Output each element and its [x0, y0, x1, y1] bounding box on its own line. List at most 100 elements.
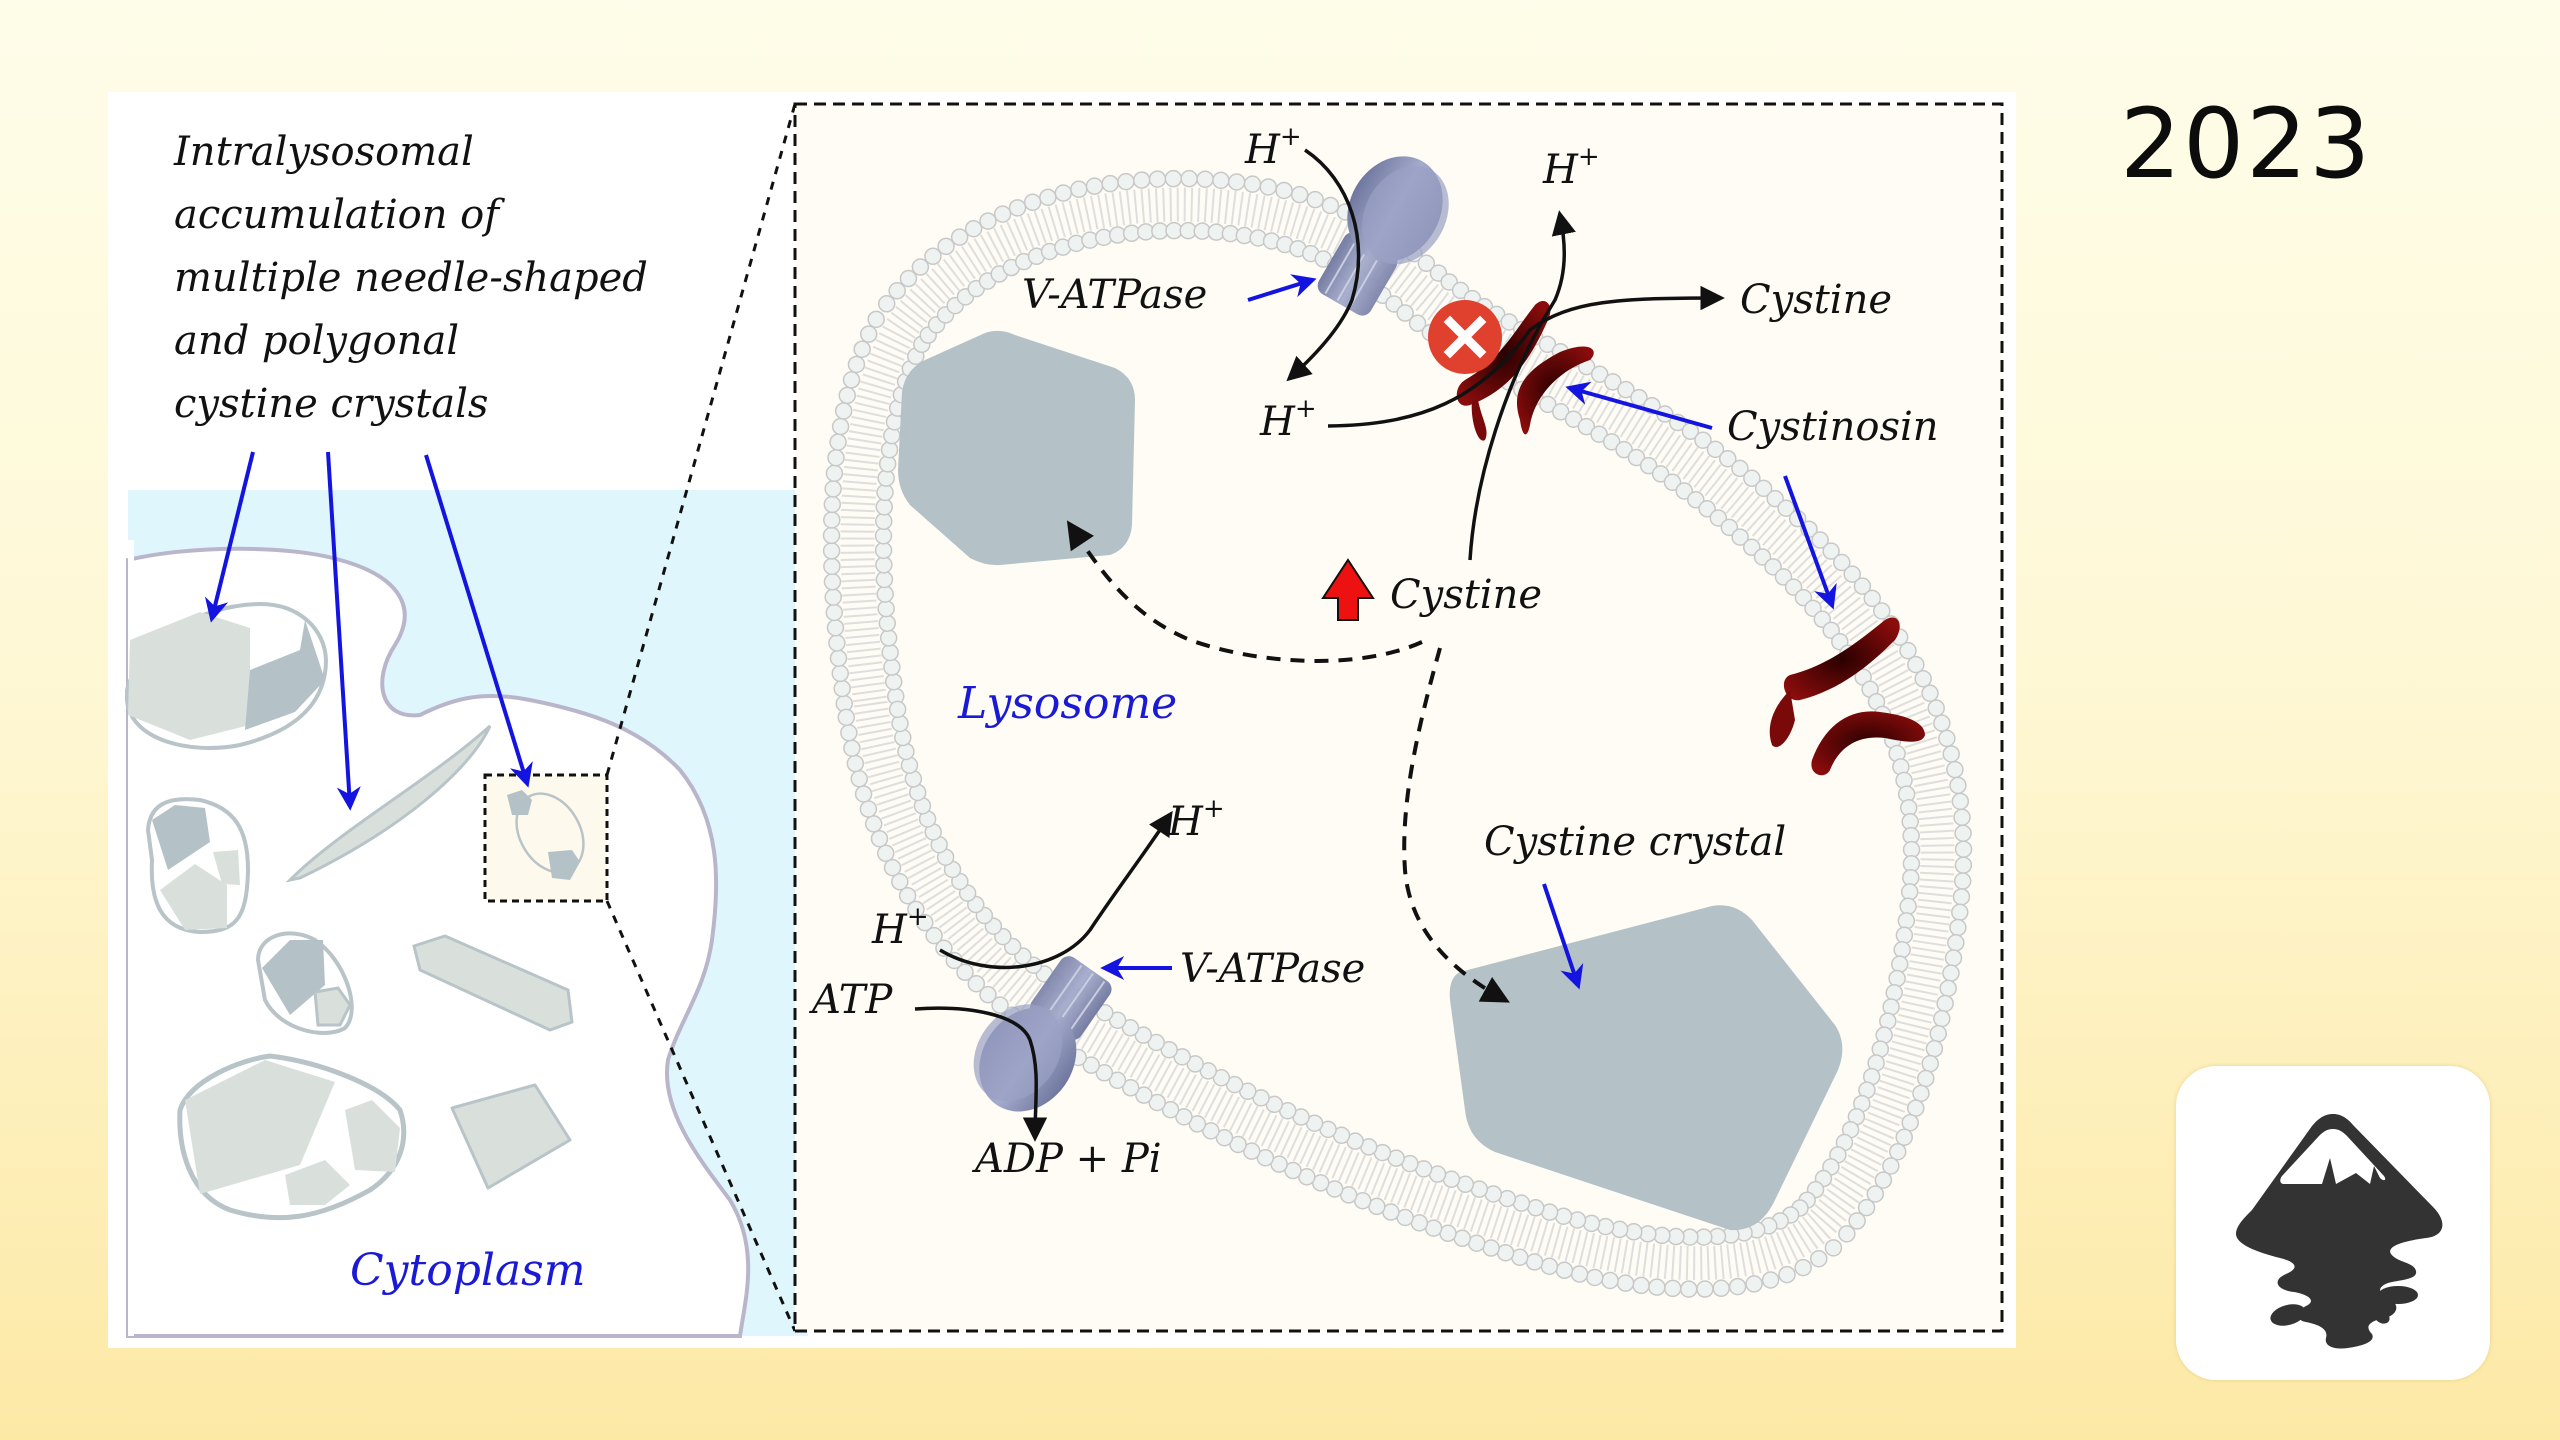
lipid-head — [1601, 1271, 1619, 1290]
lipid-head — [1897, 912, 1916, 930]
lipid-head — [1275, 181, 1293, 200]
lipid-head — [1202, 1122, 1220, 1140]
lipid-head — [1467, 1234, 1486, 1252]
lipid-head — [911, 258, 930, 276]
lipid-head — [1951, 903, 1969, 922]
lipid-head — [1385, 295, 1403, 313]
lipid-head — [838, 386, 857, 405]
lipid-head — [1160, 1040, 1178, 1059]
lipid-head — [1888, 969, 1906, 988]
lipid-head — [1720, 518, 1739, 537]
label-proton-bottom-in: H+ — [871, 902, 929, 953]
lipid-head — [1777, 499, 1795, 517]
lipid-head — [1824, 1239, 1843, 1257]
lipid-head — [1761, 1271, 1780, 1289]
lipid-head — [1712, 1279, 1730, 1298]
lipid-head — [825, 464, 844, 483]
lipid-head — [1907, 1099, 1925, 1117]
lipid-head — [1766, 489, 1784, 508]
lipid-head — [1890, 955, 1909, 973]
zoom-labels: H+ V-ATPase H+ H+ Cystine Cystinosin Cys… — [808, 122, 1939, 1182]
lipid-head — [1843, 565, 1861, 583]
lipid-head — [878, 614, 897, 633]
label-cystine-accumulation: Cystine — [1390, 572, 1542, 618]
lipid-head — [1938, 729, 1956, 748]
lipid-head — [1882, 998, 1900, 1016]
lipid-head — [1833, 553, 1851, 572]
lipid-head — [1085, 177, 1104, 195]
lipid-head — [1161, 1100, 1180, 1119]
lipid-head — [1694, 431, 1712, 449]
lipid-head — [979, 212, 997, 230]
lipid-head — [1664, 1279, 1682, 1298]
lipid-head — [864, 815, 883, 833]
label-cystinosin: Cystinosin — [1727, 404, 1939, 450]
lipid-head — [1451, 281, 1470, 300]
lipid-head — [1054, 184, 1073, 202]
lipid-head — [898, 886, 917, 905]
lipid-head — [1482, 1239, 1500, 1257]
lipid-head — [1616, 1274, 1635, 1292]
lipid-head — [823, 511, 841, 529]
lipid-head — [1889, 1142, 1907, 1161]
lipid-head — [1900, 883, 1919, 901]
lipid-head — [1212, 171, 1230, 190]
lipid-head — [1039, 188, 1057, 207]
lipid-head — [1132, 171, 1151, 189]
lipid-head — [1121, 1079, 1140, 1097]
label-cystine-exit: Cystine — [1740, 277, 1892, 323]
lipid-head — [1917, 1069, 1935, 1088]
label-cystine-crystal: Cystine crystal — [1484, 819, 1786, 865]
lipid-head — [1227, 173, 1246, 191]
label-pointer-arrows — [1100, 274, 1837, 990]
lipid-head — [1500, 313, 1518, 331]
caption-line-1: Intralysosomal — [173, 129, 474, 175]
lipid-head — [883, 658, 901, 676]
lipid-head — [884, 672, 903, 691]
lipid-head — [1927, 699, 1945, 717]
lipid-head — [956, 963, 974, 982]
lipid-head — [1895, 926, 1914, 945]
lipid-head — [823, 557, 841, 576]
lipid-head — [1259, 178, 1278, 196]
lipid-head — [1953, 808, 1971, 827]
lipid-head — [964, 219, 983, 238]
lipid-head — [1939, 979, 1957, 998]
lipid-head — [891, 714, 909, 733]
lipid-head — [1101, 174, 1119, 193]
lipid-head — [1196, 170, 1214, 188]
lipid-head — [1838, 1225, 1856, 1243]
lipid-head — [1632, 1276, 1650, 1295]
lipid-head — [1243, 175, 1262, 193]
label-vatpase-top: V-ATPase — [1022, 272, 1207, 318]
lipid-head — [1408, 314, 1427, 333]
lipid-head — [1148, 1093, 1166, 1112]
caption-line-4: and polygonal — [174, 318, 459, 364]
lipid-head — [1809, 1249, 1828, 1268]
lipid-head — [1914, 670, 1932, 688]
lipid-head — [1229, 1135, 1247, 1154]
lipid-head — [823, 573, 842, 591]
cystinosin-blocked — [1456, 300, 1594, 441]
lipid-head — [916, 913, 934, 932]
lipid-head — [991, 996, 1009, 1014]
lipid-head — [1895, 1128, 1913, 1146]
lipid-head — [1921, 684, 1939, 703]
lipid-head — [1321, 196, 1340, 215]
zoom-projection-bottom — [605, 900, 797, 1332]
lipid-head — [1933, 1009, 1951, 1028]
lipid-head — [825, 603, 844, 622]
lipid-head — [979, 985, 997, 1004]
lipid-head — [1885, 984, 1903, 1002]
lipid-head — [1602, 433, 1621, 451]
lipid-head — [1590, 425, 1608, 443]
transport-arrows — [914, 148, 1725, 1142]
lipid-head — [1764, 558, 1782, 576]
lipid-head — [846, 754, 865, 773]
lipid-head — [1555, 1261, 1574, 1280]
lipid-head — [1811, 531, 1829, 549]
caption-line-5: cystine crystals — [174, 381, 488, 427]
lipid-head — [1709, 509, 1728, 527]
lipid-head — [840, 724, 858, 742]
lipid-head — [1148, 170, 1167, 188]
